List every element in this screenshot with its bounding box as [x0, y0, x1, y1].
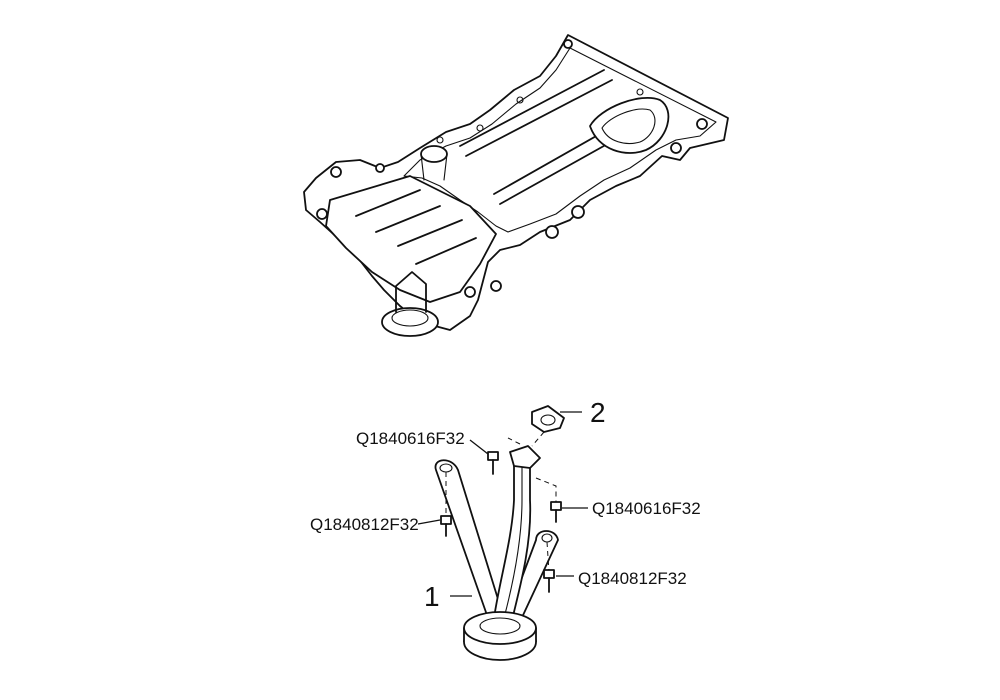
bolt-right-lower [543, 569, 555, 593]
assembly-dashed-lines [445, 431, 557, 573]
leader-lines [417, 411, 588, 597]
callout-item-2: 2 [590, 397, 606, 428]
bolt-right-upper [550, 501, 562, 523]
bolt-left-middle [440, 515, 452, 537]
oil-strainer [434, 445, 559, 661]
part-code-bolt-right-upper: Q1840616F32 [592, 499, 701, 518]
part-code-bolt-left-middle: Q1840812F32 [310, 515, 419, 534]
bolt-upper-left [487, 451, 499, 475]
part-code-bolt-upper-left: Q1840616F32 [356, 429, 465, 448]
part-code-bolt-right-lower: Q1840812F32 [578, 569, 687, 588]
oil-pan-assembly [303, 34, 729, 337]
gasket [531, 405, 565, 433]
callout-item-1: 1 [424, 581, 440, 612]
